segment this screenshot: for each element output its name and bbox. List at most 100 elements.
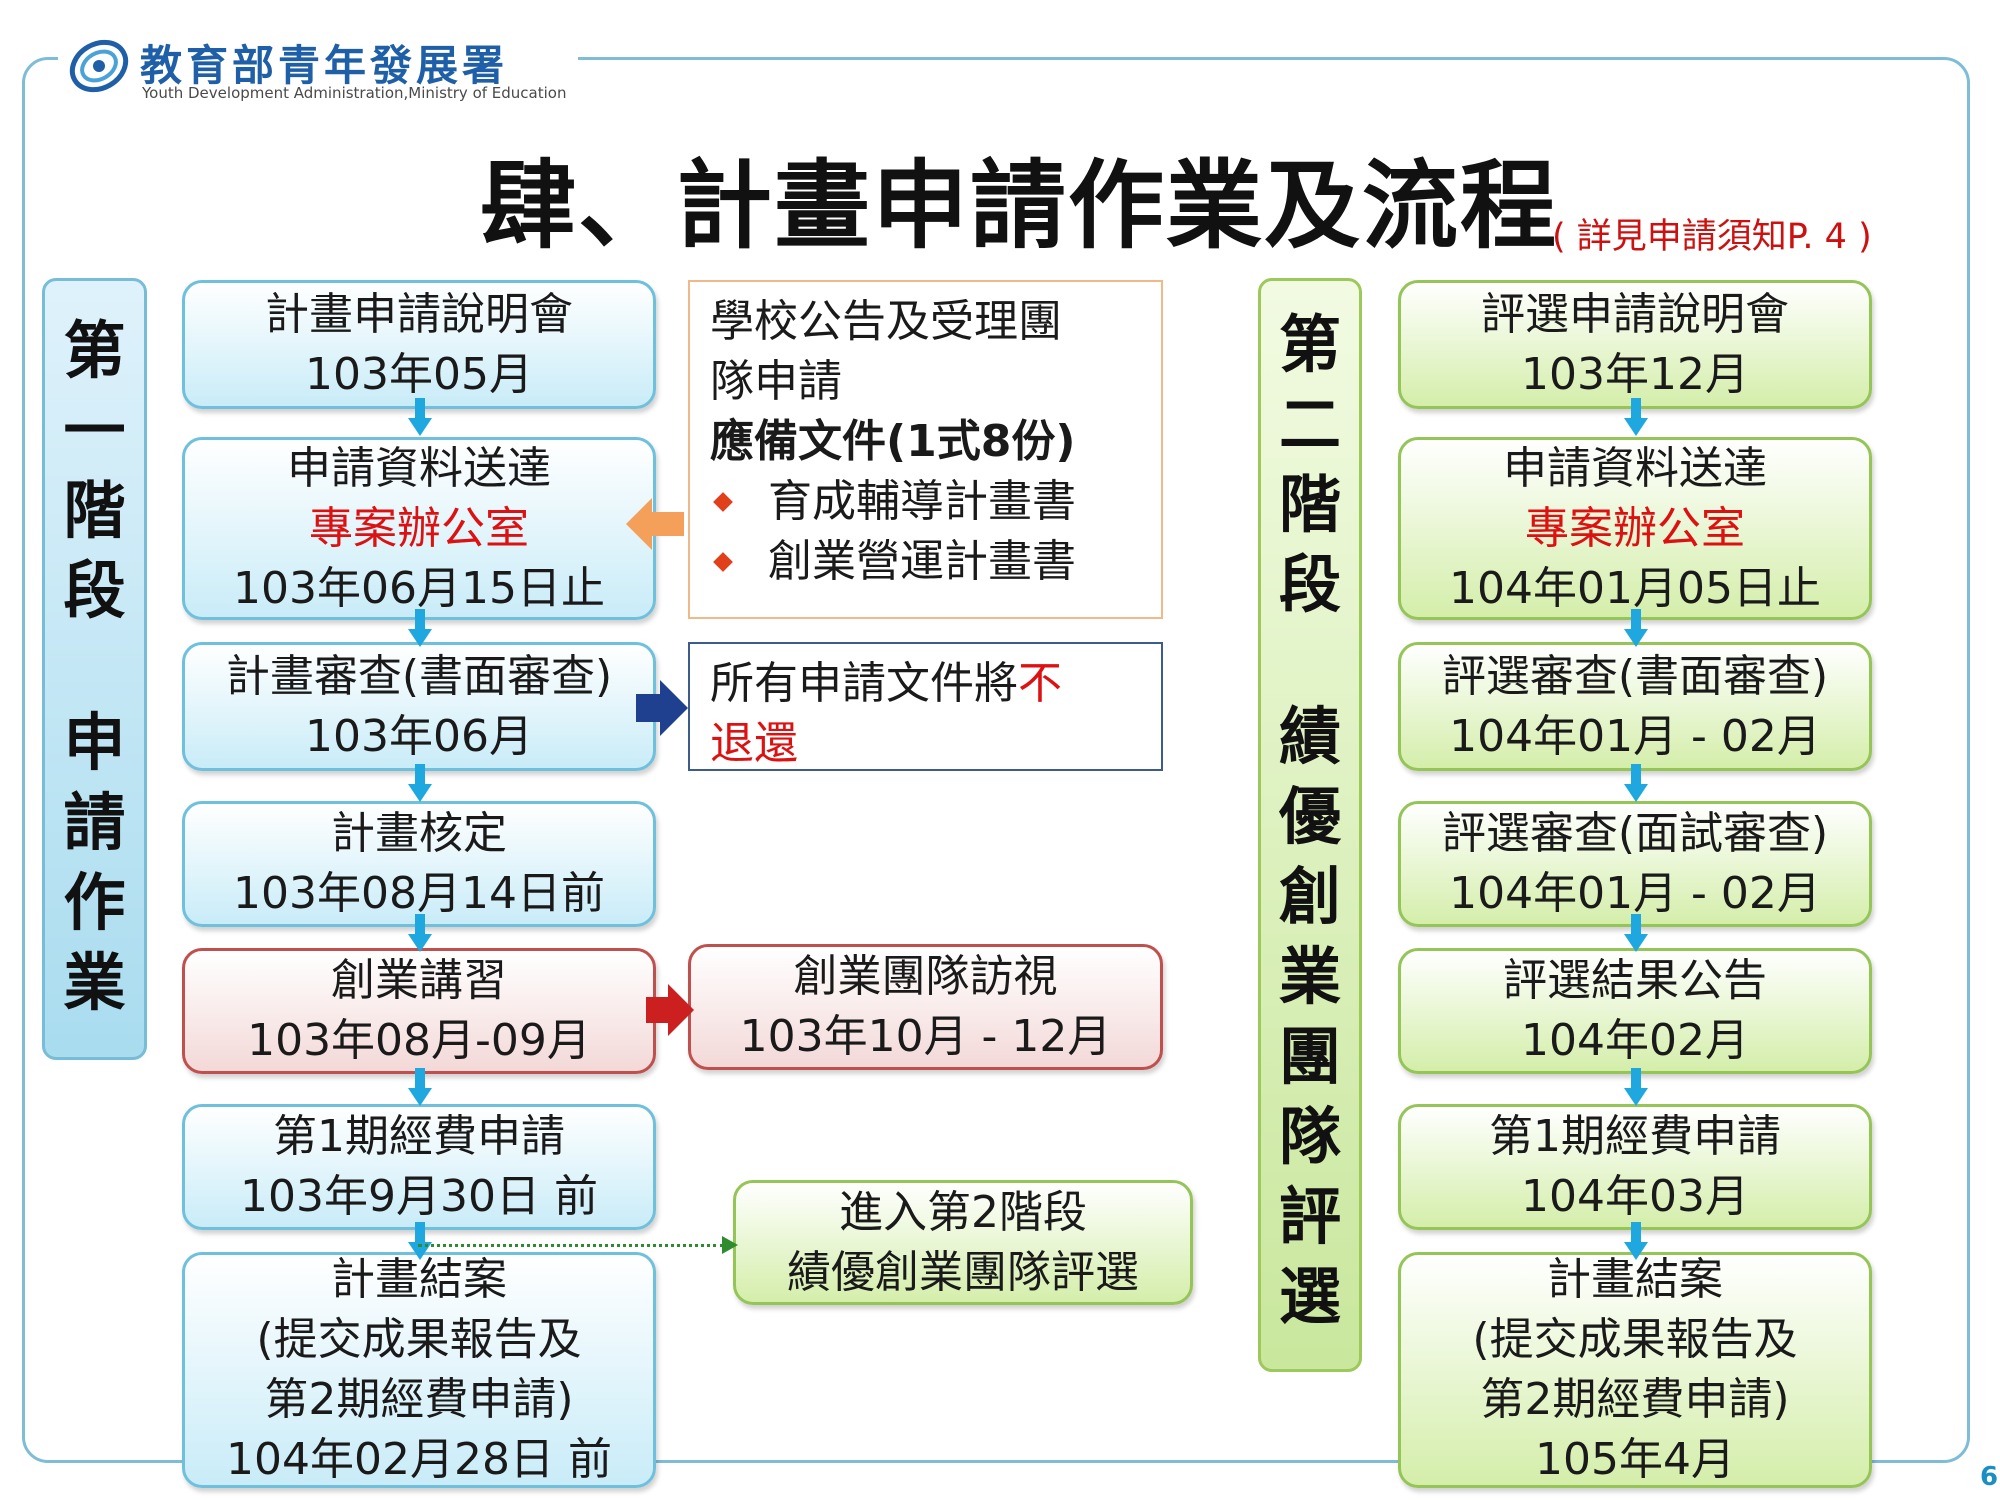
flow-step-stage2-closing: 計畫結案 (提交成果報告及 第2期經費申請) 105年4月 xyxy=(1398,1252,1872,1488)
stage2-char: 績 xyxy=(1278,700,1341,773)
step-date: 103年06月 xyxy=(305,710,533,762)
stage1-char: 請 xyxy=(63,786,126,859)
stage2-char: 段 xyxy=(1278,548,1341,621)
stage1-char: 作 xyxy=(63,866,126,939)
logo-name-cn: 教育部青年發展署 xyxy=(140,41,509,90)
document-item: 育成輔導計畫書 xyxy=(710,472,1141,532)
stage2-char: 業 xyxy=(1278,940,1341,1013)
stage2-char: 優 xyxy=(1278,780,1341,853)
flow-step-approval: 計畫核定 103年08月14日前 xyxy=(182,801,656,927)
step-title: 評選審查(面試審查) xyxy=(1441,808,1829,859)
flow-step-first-funding: 第1期經費申請 103年9月30日 前 xyxy=(182,1104,656,1230)
step-detail: (提交成果報告及 xyxy=(1472,1314,1798,1365)
reference-note: ( 詳見申請須知P. 4 ) xyxy=(1552,217,1872,257)
flow-step-workshop: 創業講習 103年08月-09月 xyxy=(182,948,656,1074)
slide-frame xyxy=(22,57,1970,1463)
flow-step-selection-briefing: 評選申請說明會 103年12月 xyxy=(1398,280,1872,409)
info-text: 學校公告及受理團 xyxy=(710,296,1062,347)
step-title: 進入第2階段 xyxy=(839,1186,1087,1238)
step-title: 評選申請說明會 xyxy=(1481,288,1789,340)
enter-stage2-box: 進入第2階段 績優創業團隊評選 xyxy=(733,1180,1193,1305)
logo: 教育部青年發展署 Youth Development Administratio… xyxy=(58,18,578,102)
right-arrow-icon xyxy=(636,680,688,736)
step-title: 第1期經費申請 xyxy=(1489,1111,1781,1162)
step-date: 104年01月 - 02月 xyxy=(1449,710,1821,762)
notice-text: 所有申請文件將 xyxy=(710,658,1018,709)
step-office: 專案辦公室 xyxy=(1525,502,1745,554)
team-visit-box: 創業團隊訪視 103年10月 - 12月 xyxy=(688,944,1163,1070)
step-date: 103年08月-09月 xyxy=(247,1015,591,1066)
stage1-char: 申 xyxy=(63,706,126,779)
document-item: 創業營運計畫書 xyxy=(710,532,1141,592)
step-date: 103年05月 xyxy=(305,348,533,400)
step-date: 104年03月 xyxy=(1521,1171,1749,1222)
step-title: 評選結果公告 xyxy=(1503,955,1767,1006)
step-date: 104年01月05日止 xyxy=(1449,562,1821,614)
stage2-char: 第 xyxy=(1278,308,1341,381)
down-arrow-icon xyxy=(408,398,432,436)
stage2-label: 第 二 階 段 績 優 創 業 團 隊 評 選 xyxy=(1258,278,1362,1372)
down-arrow-icon xyxy=(1624,1222,1648,1260)
stage1-char: 業 xyxy=(63,946,126,1019)
right-arrow-icon xyxy=(646,984,694,1036)
stage2-char: 選 xyxy=(1278,1260,1341,1333)
step-title: 計畫結案 xyxy=(331,1254,507,1305)
stage2-char: 創 xyxy=(1278,860,1341,933)
step-detail: 第2期經費申請) xyxy=(264,1374,574,1425)
document-item-label: 創業營運計畫書 xyxy=(768,536,1076,587)
documents-heading: 應備文件(1式8份) xyxy=(710,416,1076,467)
stage1-char: 段 xyxy=(63,554,126,627)
step-title: 計畫申請說明會 xyxy=(265,288,573,340)
step-title: 申請資料送達 xyxy=(1503,442,1767,494)
info-text: 隊申請 xyxy=(710,356,842,407)
step-title: 第1期經費申請 xyxy=(273,1111,565,1162)
step-date: 104年02月 xyxy=(1521,1015,1749,1066)
step-date: 103年10月 - 12月 xyxy=(739,1011,1112,1062)
page-number: 6 xyxy=(1980,1462,1999,1492)
stage1-char: 階 xyxy=(63,474,126,547)
down-arrow-icon xyxy=(408,1068,432,1106)
down-arrow-icon xyxy=(1624,398,1648,436)
notice-emphasis: 退還 xyxy=(710,718,798,769)
flow-step-review: 計畫審查(書面審查) 103年06月 xyxy=(182,642,656,771)
flow-step-selection-submission: 申請資料送達 專案辦公室 104年01月05日止 xyxy=(1398,437,1872,620)
flow-step-result-announcement: 評選結果公告 104年02月 xyxy=(1398,948,1872,1074)
document-item-label: 育成輔導計畫書 xyxy=(768,476,1076,527)
notice-emphasis: 不 xyxy=(1018,658,1062,709)
step-title: 創業團隊訪視 xyxy=(793,951,1058,1002)
step-title: 計畫審查(書面審查) xyxy=(225,650,613,702)
stage2-char: 階 xyxy=(1278,468,1341,541)
down-arrow-icon xyxy=(408,914,432,952)
required-documents-box: 學校公告及受理團 隊申請 應備文件(1式8份) 育成輔導計畫書 創業營運計畫書 xyxy=(688,280,1163,619)
step-date: 104年01月 - 02月 xyxy=(1449,868,1821,919)
down-arrow-icon xyxy=(1624,764,1648,802)
step-title: 計畫核定 xyxy=(331,808,507,859)
stage1-label: 第 一 階 段 申 請 作 業 xyxy=(42,278,147,1060)
step-detail: 第2期經費申請) xyxy=(1480,1374,1790,1425)
down-arrow-icon xyxy=(408,609,432,647)
step-date: 104年02月28日 前 xyxy=(226,1434,612,1485)
dotted-connector xyxy=(418,1244,724,1247)
bullet-diamond-icon xyxy=(713,492,733,512)
step-title: 評選審查(書面審查) xyxy=(1441,650,1829,702)
step-date: 105年4月 xyxy=(1535,1434,1735,1485)
step-title: 創業講習 xyxy=(331,955,507,1006)
flow-step-briefing: 計畫申請說明會 103年05月 xyxy=(182,280,656,409)
stage2-char: 二 xyxy=(1278,388,1341,461)
stage1-char: 一 xyxy=(63,394,126,467)
down-arrow-icon xyxy=(1624,914,1648,952)
stage1-char: 第 xyxy=(63,314,126,387)
stage2-char: 團 xyxy=(1278,1020,1341,1093)
step-office: 專案辦公室 xyxy=(309,502,529,554)
flow-step-interview-review: 評選審查(面試審查) 104年01月 - 02月 xyxy=(1398,801,1872,927)
step-date: 103年12月 xyxy=(1521,348,1749,400)
left-arrow-icon xyxy=(626,498,684,550)
flow-step-submission: 申請資料送達 專案辦公室 103年06月15日止 xyxy=(182,437,656,620)
no-return-notice: 所有申請文件將不退還 xyxy=(688,642,1163,771)
down-arrow-icon xyxy=(1624,609,1648,647)
flow-step-closing: 計畫結案 (提交成果報告及 第2期經費申請) 104年02月28日 前 xyxy=(182,1252,656,1488)
step-title: 績優創業團隊評選 xyxy=(787,1246,1139,1298)
step-detail: (提交成果報告及 xyxy=(256,1314,582,1365)
step-title: 計畫結案 xyxy=(1547,1254,1723,1305)
flow-step-stage2-funding: 第1期經費申請 104年03月 xyxy=(1398,1104,1872,1230)
